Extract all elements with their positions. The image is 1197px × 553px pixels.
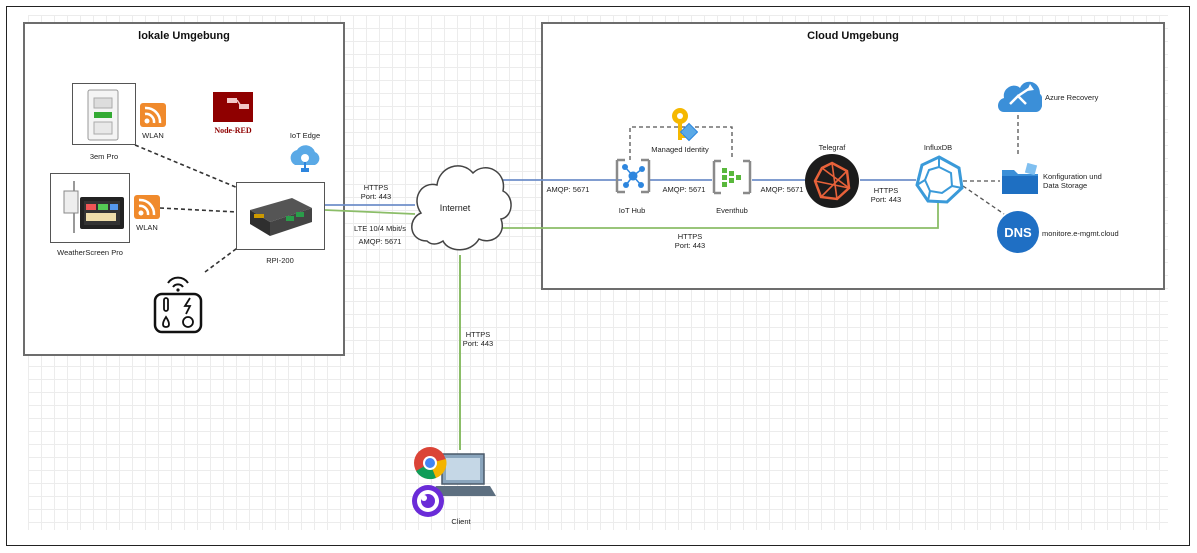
edge-internet-client-https: HTTPS <box>465 330 491 339</box>
config-storage-label-2: Data Storage <box>1043 181 1088 190</box>
cloud-zone: Cloud Umgebung <box>541 22 1165 290</box>
config-storage-label-1: Konfiguration und <box>1043 172 1102 181</box>
weather-device-icon <box>63 181 124 233</box>
influxdb-icon <box>915 155 964 204</box>
managed-identity-key-icon <box>672 108 698 142</box>
edge-rpi-amqp: AMQP: 5671 <box>358 237 402 246</box>
eventhub-label: Eventhub <box>716 206 748 215</box>
edge-telegraf-influx-https: HTTPS <box>873 186 899 195</box>
cloud-zone-title: Cloud Umgebung <box>807 30 899 42</box>
edge-rpi-port: Port: 443 <box>360 192 392 201</box>
edge-rpi-https: HTTPS <box>363 183 389 192</box>
wlan-label-1: WLAN <box>142 131 164 140</box>
edge-weather-rpi <box>159 207 238 213</box>
config-storage-icon <box>1002 162 1038 194</box>
wlan-icon-2 <box>134 195 160 219</box>
sem-label: 3em Pro <box>89 152 119 161</box>
dns-label: monitore.e-mgmt.cloud <box>1042 229 1119 238</box>
managed-identity-label: Managed Identity <box>651 145 709 154</box>
edge-rpi-lte: LTE 10/4 Mbit/s <box>354 224 406 233</box>
browser-app-icon <box>412 485 444 517</box>
edge-internet-influx-https: HTTPS <box>677 232 703 241</box>
edge-sensor-rpi <box>204 245 241 273</box>
edge-eventhub-telegraf-label: AMQP: 5671 <box>760 185 804 194</box>
client-laptop-icon <box>430 453 496 496</box>
svg-text:DNS: DNS <box>1004 225 1032 240</box>
rpi-label: RPI-200 <box>266 256 294 265</box>
sem-device-icon <box>87 89 119 141</box>
local-zone-title: lokale Umgebung <box>138 30 230 42</box>
wlan-label-2: WLAN <box>136 223 158 232</box>
iot-hub-label: IoT Hub <box>618 206 646 215</box>
node-red-label: Node-RED <box>214 126 252 135</box>
influxdb-label: InfluxDB <box>923 143 953 152</box>
rpi-device-icon <box>250 198 312 236</box>
edge-internet-influx <box>500 202 939 229</box>
internet-label: Internet <box>439 203 471 213</box>
dns-icon: DNS <box>997 211 1039 253</box>
weather-label: WeatherScreen Pro <box>57 248 123 257</box>
edge-telegraf-influx-port: Port: 443 <box>870 195 902 204</box>
azure-recovery-icon <box>998 81 1042 112</box>
eventhub-icon <box>712 159 752 195</box>
sensor-icon <box>153 276 203 334</box>
edge-sem-rpi <box>134 144 239 189</box>
telegraf-icon <box>805 154 859 208</box>
edge-iothub-eventhub-label: AMQP: 5671 <box>662 185 706 194</box>
iot-edge-icon <box>290 145 320 172</box>
node-red-logo <box>213 92 253 122</box>
edge-influx-dns <box>962 185 1005 215</box>
wlan-icon-1 <box>140 103 166 127</box>
azure-recovery-label: Azure Recovery <box>1045 93 1099 102</box>
client-label: Client <box>451 517 471 526</box>
chrome-icon <box>414 447 447 480</box>
edge-internet-client-port: Port: 443 <box>462 339 494 348</box>
iot-edge-label: IoT Edge <box>289 131 321 140</box>
iot-hub-icon <box>615 158 651 194</box>
edge-internet-influx-port: Port: 443 <box>674 241 706 250</box>
telegraf-label: Telegraf <box>818 143 846 152</box>
edge-rpi-internet-green <box>324 209 416 215</box>
internet-cloud-icon <box>411 165 512 251</box>
edge-internet-iothub-label: AMQP: 5671 <box>546 185 590 194</box>
